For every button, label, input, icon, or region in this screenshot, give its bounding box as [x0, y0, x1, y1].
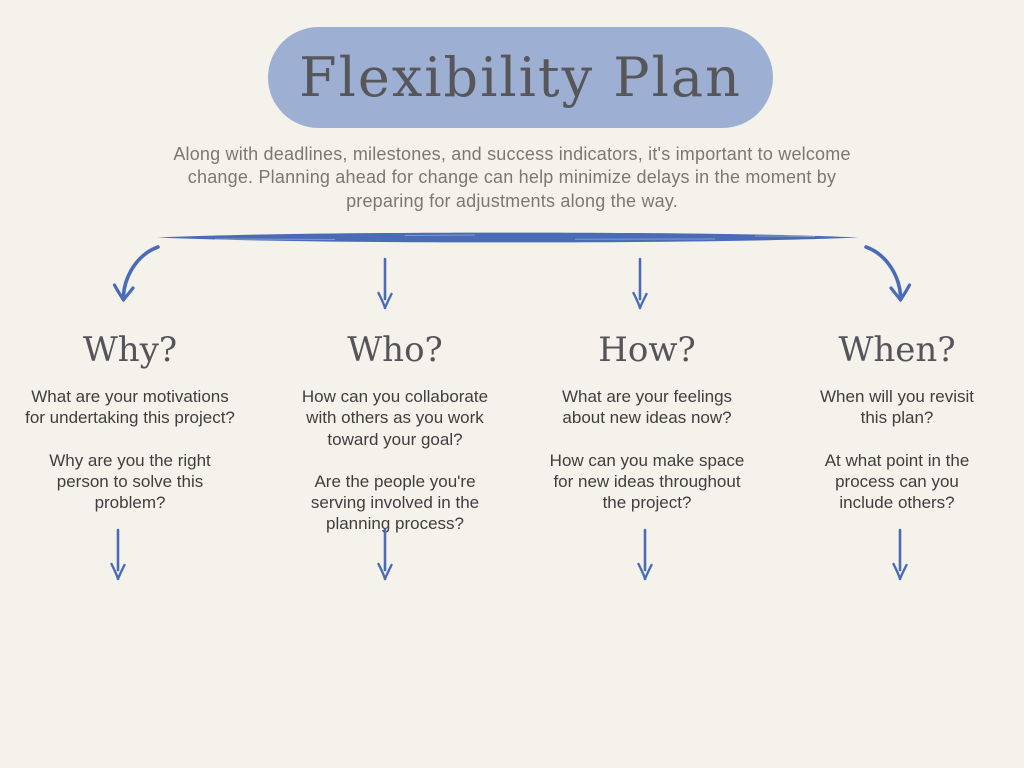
question-text: At what point in the process can you inc…	[824, 450, 970, 513]
curved-down-arrow-icon	[864, 245, 912, 302]
question-columns: Why? What are your motivations for under…	[0, 330, 1024, 556]
question-text: When will you revisit this plan?	[820, 387, 974, 428]
question-text: Why are you the right person to solve th…	[49, 450, 211, 513]
down-arrow-icon	[632, 257, 648, 310]
curved-down-arrow-icon	[112, 245, 160, 302]
column-why: Why? What are your motivations for under…	[2, 330, 258, 556]
column-heading-who: Who?	[347, 330, 443, 370]
down-arrow-icon	[377, 528, 393, 581]
brush-stroke-divider	[157, 232, 858, 243]
column-heading-how: How?	[598, 330, 696, 370]
column-who: Who? How can you collaborate with others…	[267, 330, 523, 556]
page-subtitle: Along with deadlines, milestones, and su…	[173, 144, 851, 211]
down-arrow-icon	[637, 528, 653, 581]
question-text: What are your feelings about new ideas n…	[561, 387, 733, 428]
down-arrow-icon	[377, 257, 393, 310]
column-heading-why: Why?	[82, 330, 178, 370]
question-text: What are your motivations for undertakin…	[25, 387, 235, 428]
question-text: How can you make space for new ideas thr…	[549, 450, 745, 513]
column-how: How? What are your feelings about new id…	[519, 330, 775, 556]
down-arrow-icon	[110, 528, 126, 581]
question-text: How can you collaborate with others as y…	[301, 387, 489, 449]
column-when: When? When will you revisit this plan? A…	[769, 330, 1024, 556]
column-heading-when: When?	[838, 330, 956, 370]
down-arrow-icon	[892, 528, 908, 581]
title-banner: Flexibility Plan	[268, 27, 773, 128]
question-text: Are the people you're serving involved i…	[310, 471, 480, 534]
page-title: Flexibility Plan	[299, 46, 742, 109]
